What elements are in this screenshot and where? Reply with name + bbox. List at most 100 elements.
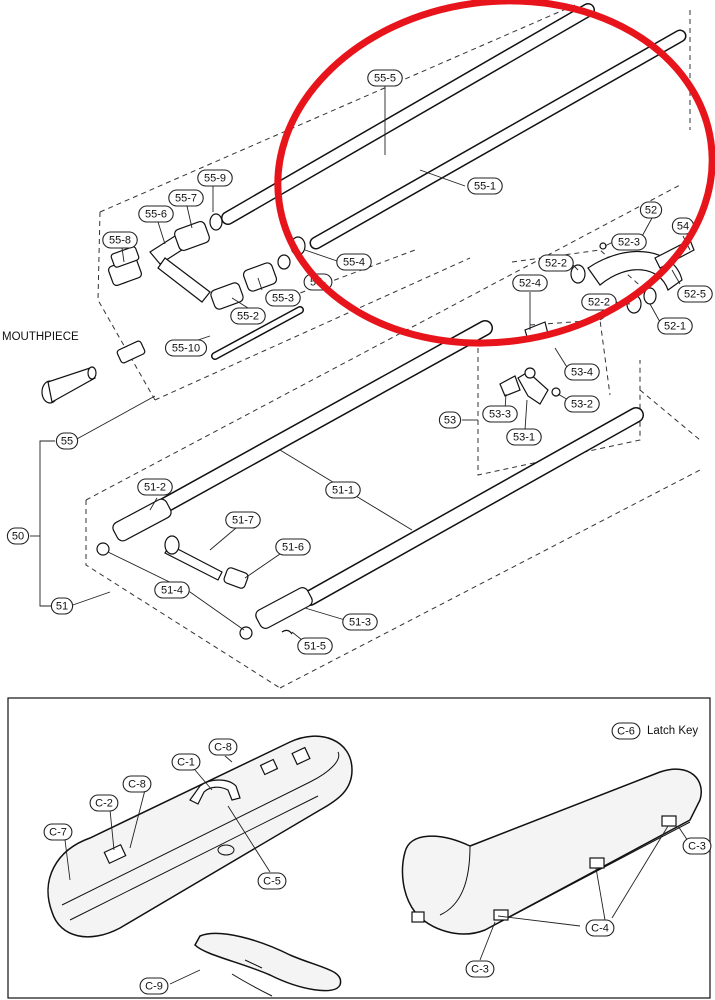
label-text: 52	[645, 205, 657, 217]
part-label-53-1: 53-1	[506, 428, 542, 446]
mouthpiece-text: MOUTHPIECE	[2, 331, 79, 343]
part-label-52-2a: 52-2	[538, 254, 574, 272]
label-text: 50	[12, 531, 24, 543]
part-label-51-4: 51-4	[154, 581, 190, 599]
label-text: C-8	[128, 779, 146, 791]
label-text: 51-2	[144, 482, 166, 494]
label-text: 52-4	[519, 278, 541, 290]
label-oval	[230, 307, 266, 325]
part-label-c-8b: C-8	[122, 775, 152, 793]
part-label-53: 53	[438, 411, 462, 429]
part-label-52-3: 52-3	[611, 233, 647, 251]
part-label-51-1: 51-1	[325, 481, 361, 499]
label-text: 51-7	[232, 515, 254, 527]
label-oval	[137, 478, 173, 496]
part-label-55-10: 55-10	[164, 339, 208, 357]
label-text: 51-4	[161, 585, 183, 597]
part-label-55-3: 55-3	[265, 289, 301, 307]
part-label-52-5: 52-5	[677, 285, 713, 303]
part-label-54: 54	[671, 217, 695, 235]
label-text: 55-3	[272, 293, 294, 305]
part-label-55-7: 55-7	[168, 189, 204, 207]
part-label-55-9: 55-9	[197, 169, 233, 187]
label-text: 51-5	[304, 641, 326, 653]
label-text: 55-8	[109, 235, 131, 247]
label-text: 55	[61, 436, 73, 448]
label-text: 52-2	[545, 258, 567, 270]
label-oval	[611, 233, 647, 251]
label-oval	[102, 231, 138, 249]
label-oval	[467, 177, 503, 195]
label-oval	[122, 775, 152, 793]
label-oval	[89, 794, 119, 812]
label-text: 54	[677, 221, 689, 233]
part-label-c-3b: C-3	[465, 960, 495, 978]
label-oval	[639, 201, 663, 219]
part-label-51-2: 51-2	[137, 478, 173, 496]
mouthpiece-icon	[41, 366, 97, 404]
slide-tubes	[152, 3, 687, 606]
label-text: C-8	[214, 742, 232, 754]
part-label-55-2: 55-2	[230, 307, 266, 325]
part-label-50: 50	[6, 527, 30, 545]
label-text: 55-10	[172, 343, 200, 355]
label-oval	[225, 511, 261, 529]
part-label-c-7: C-7	[43, 823, 73, 841]
label-oval	[164, 339, 208, 357]
label-text: 55-7	[175, 193, 197, 205]
label-oval	[257, 872, 287, 890]
label-text: 51-3	[349, 617, 371, 629]
part-label-51-5: 51-5	[297, 637, 333, 655]
label-text: 53-2	[571, 399, 593, 411]
part-label-53-2: 53-2	[564, 395, 600, 413]
mouthpipe-parts	[41, 213, 306, 404]
label-oval	[581, 293, 617, 311]
highlight-circle	[274, 0, 715, 347]
label-oval	[482, 405, 518, 423]
label-oval	[154, 581, 190, 599]
label-oval	[6, 527, 30, 545]
label-oval	[43, 823, 73, 841]
label-text: C-7	[49, 827, 67, 839]
label-oval	[138, 205, 174, 223]
label-text: C-2	[95, 798, 113, 810]
case-closed-side	[401, 768, 702, 935]
label-oval	[50, 597, 74, 615]
label-oval	[208, 738, 238, 756]
part-label-c-1: C-1	[171, 753, 201, 771]
label-oval	[171, 753, 201, 771]
label-text: 55-1	[474, 181, 496, 193]
label-oval	[297, 637, 333, 655]
part-label-55-8: 55-8	[102, 231, 138, 249]
part-label-c-2: C-2	[89, 794, 119, 812]
part-label-c-8a: C-8	[208, 738, 238, 756]
label-oval	[438, 411, 462, 429]
part-label-c-3a: C-3	[682, 837, 712, 855]
label-text: 55-9	[204, 173, 226, 185]
label-text: C-6	[617, 726, 635, 738]
label-text: C-9	[145, 981, 163, 993]
part-label-c-9: C-9	[139, 977, 169, 995]
label-text: 55-5	[374, 73, 396, 85]
label-oval	[168, 189, 204, 207]
label-oval	[55, 432, 79, 450]
part-label-55-5: 55-5	[367, 69, 403, 87]
label-oval	[465, 960, 495, 978]
latch-key-text: Latch Key	[647, 725, 698, 737]
label-text: C-3	[688, 841, 706, 853]
part-label-52-1: 52-1	[657, 317, 693, 335]
label-oval	[506, 428, 542, 446]
label-oval	[564, 363, 600, 381]
label-text: 51-1	[332, 485, 354, 497]
part-label-51: 51	[50, 597, 74, 615]
label-oval	[611, 722, 641, 740]
label-text: 53	[444, 415, 456, 427]
label-oval	[367, 69, 403, 87]
part-label-51-7: 51-7	[225, 511, 261, 529]
label-text: 51-6	[282, 542, 304, 554]
part-label-52-2b: 52-2	[581, 293, 617, 311]
label-oval	[275, 538, 311, 556]
label-oval	[197, 169, 233, 187]
label-text: C-4	[591, 923, 609, 935]
